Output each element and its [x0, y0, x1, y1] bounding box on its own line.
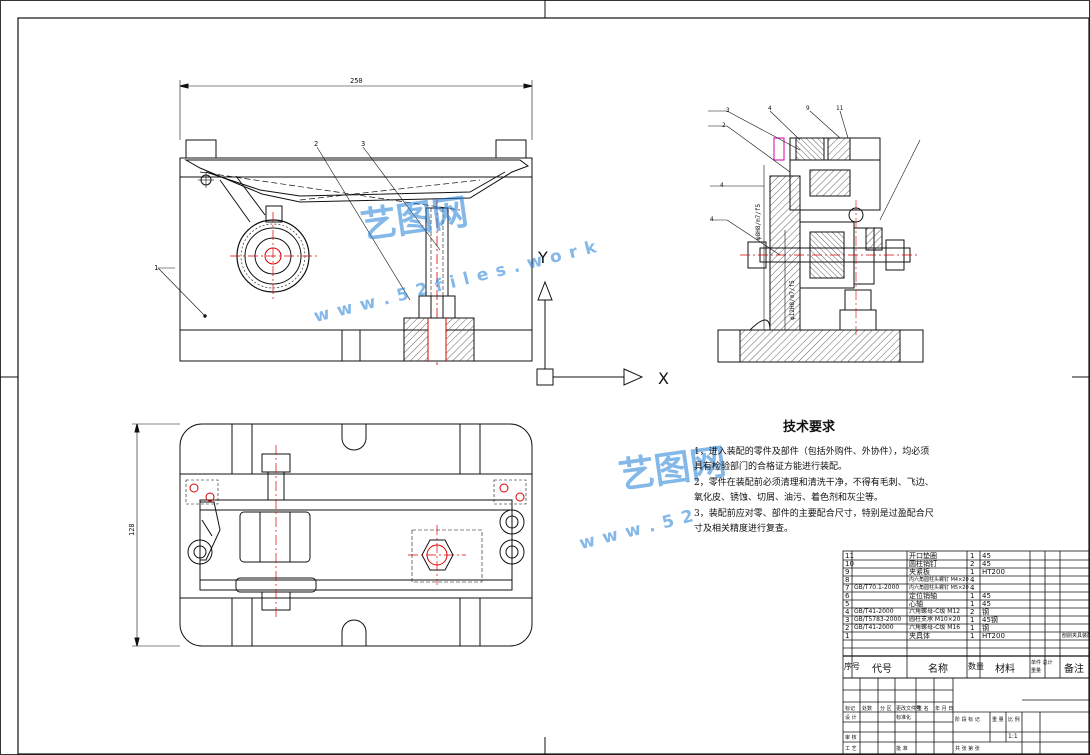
- tech-requirements-title: 技术要求: [783, 420, 836, 435]
- dim-side-1: φ8H8/m7/f5: [755, 203, 762, 240]
- tech-line-2: 具有检验部门的合格证方能进行装配。: [694, 462, 848, 472]
- balloon-front-1: 1: [154, 264, 158, 272]
- balloon-side-11: 11: [836, 105, 844, 112]
- tech-line-5: 3，装配前应对零、部件的主要配合尺寸，特别是过盈配合尺: [694, 509, 934, 519]
- balloon-side-2: 2: [722, 122, 726, 129]
- balloon-side-9: 9: [806, 105, 810, 112]
- tech-line-1: 1，进入装配的零件及部件（包括外购件、外协件），均必须: [694, 447, 930, 457]
- tech-line-6: 寸及相关精度进行复查。: [694, 524, 794, 534]
- balloon-side-3: 3: [726, 107, 730, 114]
- bom-table-lines: [842, 550, 1090, 755]
- dim-250: 250: [350, 77, 363, 85]
- axis-x-label: X: [658, 369, 669, 388]
- ucs-axis-icon: [536, 280, 644, 386]
- top-view: [132, 423, 533, 647]
- tech-line-4: 氧化皮、锈蚀、切屑、油污、着色剂和灰尘等。: [694, 493, 884, 503]
- side-view-balloons: 3 2 4 9 11 4 4 φ8H8/m7/f5 φ12H8/m7/f5: [710, 105, 844, 320]
- balloon-side-4c: 4: [710, 216, 714, 223]
- tech-line-3: 2，零件在装配前必须清理和清洗干净，不得有毛刺、飞边、: [694, 478, 934, 488]
- side-view: [708, 110, 924, 363]
- front-view: [157, 80, 533, 365]
- sheet-inner-border: [17, 17, 1090, 755]
- balloon-front-3: 3: [361, 140, 365, 148]
- balloon-side-4a: 4: [768, 105, 772, 112]
- balloon-side-4b: 4: [720, 182, 724, 189]
- bom-note-right: 刨削夹具装配: [1062, 633, 1090, 639]
- dim-128: 128: [128, 523, 136, 536]
- axis-y-label: Y: [537, 248, 548, 267]
- dim-side-2: φ12H8/m7/f5: [789, 280, 796, 320]
- balloon-front-2: 2: [314, 140, 318, 148]
